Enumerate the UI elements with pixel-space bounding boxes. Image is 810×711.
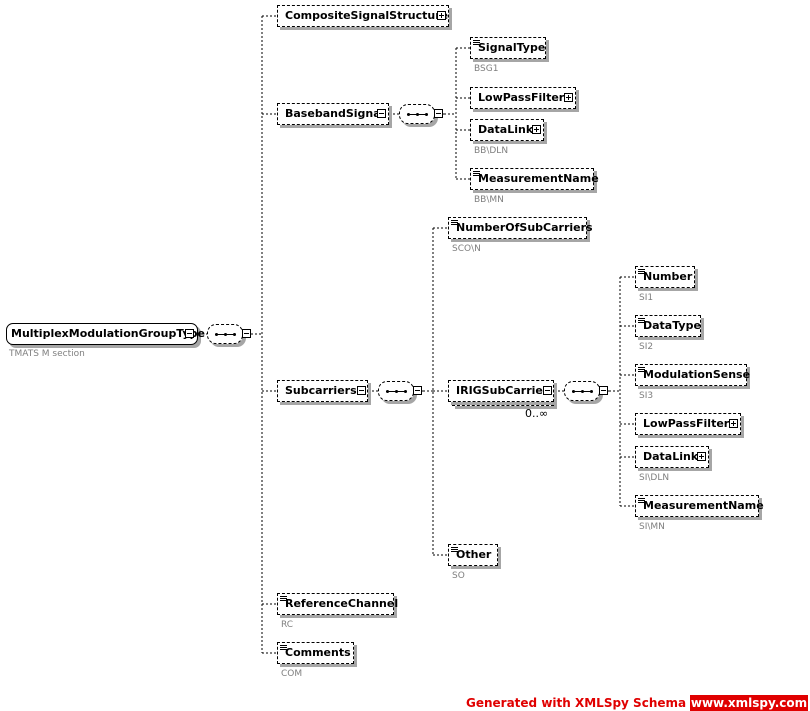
element-data-link[interactable]: DataLink [635, 446, 709, 468]
collapse-toggle-icon[interactable] [434, 109, 443, 118]
text-content-icon [638, 318, 645, 324]
sequence-compositor-icon [207, 324, 243, 344]
element-label: DataLink [478, 123, 534, 136]
element-measurement-name[interactable]: MeasurementName [635, 495, 764, 517]
text-content-icon [473, 40, 480, 46]
occurrence-label: 0..∞ [525, 407, 549, 420]
element-code: SI3 [639, 391, 654, 401]
text-content-icon [638, 269, 645, 275]
element-code: SI2 [639, 342, 654, 352]
element-low-pass-filter[interactable]: LowPassFilter [635, 413, 741, 435]
element-code: SCO\N [452, 244, 481, 254]
element-label: Number [643, 270, 693, 283]
collapse-toggle-icon[interactable] [413, 386, 422, 395]
element-number-of-sub-carriers[interactable]: NumberOfSubCarriers [448, 217, 593, 239]
element-label: DataLink [643, 450, 699, 463]
expand-toggle-icon[interactable] [729, 419, 738, 428]
element-data-type[interactable]: DataType [635, 315, 701, 337]
element-label: Subcarriers [285, 384, 357, 397]
element-reference-channel[interactable]: ReferenceChannel [277, 593, 398, 615]
element-label: IRIGSubCarrier [456, 384, 549, 397]
element-code: SO [452, 571, 465, 581]
expand-toggle-icon[interactable] [532, 125, 541, 134]
element-low-pass-filter[interactable]: LowPassFilter [470, 87, 576, 109]
element-comments[interactable]: Comments [277, 642, 354, 664]
element-subcarriers[interactable]: Subcarriers [277, 380, 368, 402]
element-measurement-name[interactable]: MeasurementName [470, 168, 599, 190]
root-element-node[interactable]: MultiplexModulationGroupType [6, 323, 205, 345]
element-label: MeasurementName [643, 499, 764, 512]
element-code: BSG1 [474, 64, 499, 74]
element-other[interactable]: Other [448, 544, 498, 566]
element-label: LowPassFilter [643, 417, 730, 430]
text-content-icon [280, 596, 287, 602]
element-label: DataType [643, 319, 701, 332]
element-code: SI\DLN [639, 473, 670, 483]
collapse-toggle-icon[interactable] [242, 329, 251, 338]
element-label: MeasurementName [478, 172, 599, 185]
element-signal-type[interactable]: SignalType [470, 37, 546, 59]
element-label: Comments [285, 646, 351, 659]
element-label: SignalType [478, 41, 546, 54]
element-data-link[interactable]: DataLink [470, 119, 544, 141]
element-code: BB\DLN [474, 146, 509, 156]
collapse-toggle-icon[interactable] [377, 109, 386, 118]
element-code: RC [281, 620, 294, 630]
element-label: CompositeSignalStructure [285, 9, 449, 22]
element-modulation-sense[interactable]: ModulationSense [635, 364, 751, 386]
text-content-icon [451, 547, 458, 553]
element-baseband-signal[interactable]: BasebandSignal [277, 103, 389, 125]
element-irig-sub-carrier[interactable]: IRIGSubCarrier [448, 380, 554, 402]
element-label: NumberOfSubCarriers [456, 221, 593, 234]
text-content-icon [280, 645, 287, 651]
sequence-compositor-icon [564, 381, 600, 401]
element-code: SI1 [639, 293, 654, 303]
sequence-compositor-icon [399, 104, 435, 124]
element-label: LowPassFilter [478, 91, 565, 104]
root-element-label: MultiplexModulationGroupType [11, 327, 206, 340]
element-label: BasebandSignal [285, 107, 385, 120]
collapse-toggle-icon[interactable] [185, 329, 194, 338]
expand-toggle-icon[interactable] [564, 93, 573, 102]
element-code: BB\MN [474, 195, 504, 205]
sequence-compositor-icon [378, 381, 414, 401]
xmlspy-link[interactable]: www.xmlspy.com [690, 695, 808, 711]
generated-with-label: Generated with XMLSpy Schema Editor [466, 696, 732, 710]
element-composite-signal-structure[interactable]: CompositeSignalStructure [277, 5, 449, 27]
collapse-toggle-icon[interactable] [357, 386, 366, 395]
collapse-toggle-icon[interactable] [543, 386, 552, 395]
text-content-icon [638, 498, 645, 504]
element-label: Other [456, 548, 492, 561]
element-code: SI\MN [639, 522, 665, 532]
expand-toggle-icon[interactable] [697, 452, 706, 461]
expand-toggle-icon[interactable] [437, 11, 446, 20]
element-code: COM [281, 669, 303, 679]
element-label: ModulationSense [643, 368, 751, 381]
text-content-icon [451, 220, 458, 226]
text-content-icon [638, 367, 645, 373]
element-number[interactable]: Number [635, 266, 695, 288]
element-label: ReferenceChannel [285, 597, 399, 610]
root-documentation: TMATS M section [9, 349, 85, 359]
text-content-icon [473, 171, 480, 177]
collapse-toggle-icon[interactable] [599, 386, 608, 395]
